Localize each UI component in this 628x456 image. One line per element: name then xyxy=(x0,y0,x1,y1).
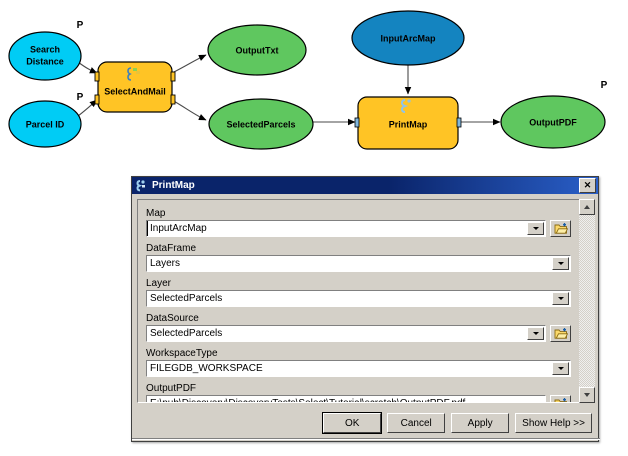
printmap-dialog: PrintMap ✕ Map InputArcMap xyxy=(131,176,600,443)
node-input-arcmap[interactable]: InputArcMap xyxy=(351,10,465,66)
chevron-down-icon[interactable] xyxy=(552,292,569,305)
dialog-button-bar: OK Cancel Apply Show Help >> xyxy=(132,410,600,443)
node-parcel-id[interactable]: Parcel ID xyxy=(8,100,82,148)
scroll-track[interactable] xyxy=(579,215,595,387)
node-label-output-pdf: OutputPDF xyxy=(529,117,577,127)
dialog-body: Map InputArcMap xyxy=(132,194,600,443)
node-label-print-map: PrintMap xyxy=(389,119,428,129)
button-bar-divider xyxy=(132,438,600,440)
node-label-output-txt: OutputTxt xyxy=(236,45,279,55)
chevron-down-icon[interactable] xyxy=(552,257,569,270)
connector-search-to-selectandmail xyxy=(77,61,98,74)
chevron-down-icon[interactable] xyxy=(527,222,544,235)
node-select-and-mail[interactable]: SelectAndMail xyxy=(94,61,176,113)
show-help-button[interactable]: Show Help >> xyxy=(515,413,592,433)
dataframe-combo[interactable]: Layers xyxy=(146,255,571,272)
connector-selectandmail-to-selectedparcels xyxy=(171,99,207,121)
map-browse-button[interactable] xyxy=(550,220,571,237)
param-marker-output-pdf: P xyxy=(601,80,608,91)
scroll-up-button[interactable] xyxy=(579,199,595,215)
node-print-map[interactable]: PrintMap xyxy=(354,96,462,150)
dialog-titlebar[interactable]: PrintMap ✕ xyxy=(132,177,598,194)
connector-selectandmail-to-outputtxt xyxy=(171,54,207,74)
apply-button[interactable]: Apply xyxy=(451,413,510,433)
parameter-pane-scrollbar[interactable] xyxy=(579,199,595,403)
chevron-down-icon[interactable] xyxy=(527,327,544,340)
cancel-button[interactable]: Cancel xyxy=(387,413,446,433)
node-output-pdf[interactable]: OutputPDF xyxy=(500,95,606,149)
field-group-layer: Layer SelectedParcels xyxy=(146,277,571,307)
script-tool-icon-selectandmail xyxy=(127,67,140,81)
field-group-dataframe: DataFrame Layers xyxy=(146,242,571,272)
layer-value[interactable]: SelectedParcels xyxy=(147,291,552,306)
node-label-search-distance-line1: Search xyxy=(30,44,60,54)
map-value[interactable]: InputArcMap xyxy=(147,221,527,236)
workspacetype-value[interactable]: FILEGDB_WORKSPACE xyxy=(147,361,552,376)
label-outputpdf: OutputPDF xyxy=(146,383,197,394)
workspacetype-combo[interactable]: FILEGDB_WORKSPACE xyxy=(146,360,571,377)
dataframe-value[interactable]: Layers xyxy=(147,256,552,271)
label-workspacetype: WorkspaceType xyxy=(146,348,218,359)
node-selected-parcels[interactable]: SelectedParcels xyxy=(208,98,314,150)
node-label-parcel-id: Parcel ID xyxy=(26,119,65,129)
field-group-workspacetype: WorkspaceType FILEGDB_WORKSPACE xyxy=(146,347,571,377)
close-icon[interactable]: ✕ xyxy=(579,178,596,193)
dialog-title: PrintMap xyxy=(152,180,195,191)
field-group-outputpdf: OutputPDF E:\pub\Discovery\DiscoveryTest… xyxy=(146,382,571,402)
ok-button[interactable]: OK xyxy=(322,412,383,434)
outputpdf-browse-button[interactable] xyxy=(550,395,571,402)
parameter-pane: Map InputArcMap xyxy=(137,199,580,403)
scroll-down-button[interactable] xyxy=(579,387,595,403)
label-map: Map xyxy=(146,208,166,219)
map-combo[interactable]: InputArcMap xyxy=(146,220,546,237)
field-group-datasource: DataSource SelectedParcels xyxy=(146,312,571,342)
param-marker-search-distance: P xyxy=(77,20,84,31)
node-output-txt[interactable]: OutputTxt xyxy=(207,24,307,76)
datasource-value[interactable]: SelectedParcels xyxy=(147,326,527,341)
label-datasource: DataSource xyxy=(146,313,199,324)
outputpdf-input[interactable]: E:\pub\Discovery\DiscoveryTests\Select\T… xyxy=(146,395,546,402)
field-group-map: Map InputArcMap xyxy=(146,207,571,237)
chevron-down-icon[interactable] xyxy=(552,362,569,375)
node-label-select-and-mail: SelectAndMail xyxy=(104,86,166,96)
param-marker-parcel-id: P xyxy=(77,92,84,103)
script-tool-icon-printmap xyxy=(400,99,411,113)
label-dataframe: DataFrame xyxy=(146,243,197,254)
datasource-browse-button[interactable] xyxy=(550,325,571,342)
node-search-distance[interactable]: Search Distance xyxy=(8,31,82,81)
datasource-combo[interactable]: SelectedParcels xyxy=(146,325,546,342)
node-label-input-arcmap: InputArcMap xyxy=(381,33,437,43)
model-builder-diagram: Search Distance P Parcel ID P SelectAndM… xyxy=(0,0,628,172)
label-layer: Layer xyxy=(146,278,172,289)
node-label-selected-parcels: SelectedParcels xyxy=(226,119,295,129)
layer-combo[interactable]: SelectedParcels xyxy=(146,290,571,307)
script-tool-icon xyxy=(135,179,148,192)
node-label-search-distance-line2: Distance xyxy=(26,56,64,66)
